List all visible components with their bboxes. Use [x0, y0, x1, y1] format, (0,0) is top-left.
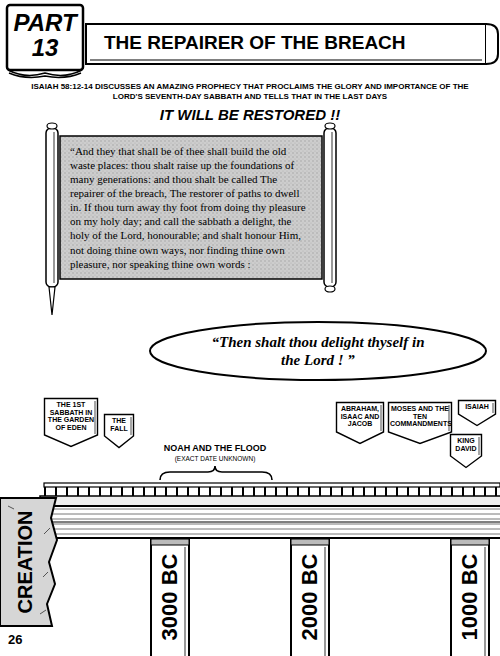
node-text: THE 1ST SABBATH IN THE GARDEN OF EDEN: [46, 401, 96, 432]
sign-shading: [478, 437, 480, 455]
node-text: MOSES AND THE TEN COMMANDMENTS: [390, 405, 450, 428]
intro-emphasis: IT WILL BE RESTORED !!: [30, 106, 470, 124]
era-marker: 1000 BC: [459, 554, 481, 641]
node-text-holder: 1000 BC: [450, 538, 490, 656]
bridge-deck: [40, 506, 500, 538]
bridge-walkway: [40, 496, 500, 506]
pillar-cap: [451, 539, 489, 545]
sign-shading: [94, 401, 96, 434]
scroll-rod: [46, 123, 58, 315]
bridge-pillar: 3000 BC: [150, 538, 190, 656]
bridge-pillar: 1000 BC: [450, 538, 490, 656]
timeline-sign: KING DAVID: [450, 434, 482, 468]
bubble-outline: [150, 322, 486, 380]
bridge-deck-shading: [40, 506, 500, 538]
pillar-body: [151, 539, 189, 656]
pillar-shading: [324, 547, 326, 656]
bridge-pillar: 2000 BC: [290, 538, 330, 656]
bridge-deck-line: [40, 522, 500, 523]
pillar-shading: [484, 547, 486, 656]
arrow-sign-outline: [45, 399, 98, 447]
scroll-stipple: [61, 137, 321, 278]
speech-bubble: “Then shalt thou delight thyself in the …: [149, 321, 487, 381]
node-text: PART 13: [10, 10, 80, 60]
scripture-scroll: “And they that shall be of thee shall bu…: [60, 136, 322, 279]
pillar-cap: [291, 539, 329, 545]
scroll-rod: [324, 123, 336, 292]
node-text-holder: PART 13: [6, 4, 84, 72]
book-cover: [7, 5, 83, 70]
node-text-holder: CREATION: [0, 498, 58, 626]
node-text-holder: 2000 BC: [290, 538, 330, 656]
arrow-sign-outline: [389, 403, 452, 444]
node-text: KING DAVID: [452, 437, 480, 452]
node-text-holder: 3000 BC: [150, 538, 190, 656]
arrow-sign-outline: [105, 415, 134, 448]
node-text: THE FALL: [106, 417, 132, 432]
node-text: “And they that shall be of thee shall bu…: [70, 144, 312, 271]
timeline-sign: THE FALL: [104, 414, 134, 448]
timeline-sign: MOSES AND THE TEN COMMANDMENTS: [388, 402, 452, 444]
era-label: NOAH AND THE FLOOD: [150, 443, 280, 454]
banner-curl: [486, 24, 498, 64]
era-marker: 2000 BC: [299, 554, 321, 641]
pillar-body: [291, 539, 329, 656]
arrow-sign-outline: [459, 401, 496, 426]
intro-text: ISAIAH 58:12-14 DISCUSSES AN AMAZING PRO…: [30, 82, 470, 103]
sign-shading: [380, 405, 382, 431]
era-marker: 3000 BC: [159, 554, 181, 641]
bridge-handrail: [44, 483, 500, 487]
era-marker: CREATION: [15, 511, 35, 614]
node-text-holder: “And they that shall be of thee shall bu…: [60, 136, 322, 279]
noah-bracket: [160, 466, 272, 480]
cliff-cracks: [8, 506, 50, 614]
banner-line: [90, 60, 482, 61]
node-text: ABRAHAM, ISAAC AND JACOB: [338, 405, 382, 428]
node-text: ISAIAH: [460, 403, 494, 411]
pillar-cap: [151, 539, 189, 545]
cliff-rock: [0, 498, 57, 626]
node-text-holder: KING DAVID: [450, 434, 482, 452]
node-text-holder: THE FALL: [104, 414, 134, 432]
timeline-sign: ISAIAH: [458, 400, 496, 426]
timeline-sign: ABRAHAM, ISAAC AND JACOB: [336, 402, 384, 444]
arrow-sign-outline: [451, 435, 482, 468]
pillar-shading: [184, 547, 186, 656]
node-text-holder: ABRAHAM, ISAAC AND JACOB: [336, 402, 384, 428]
bridge-railing-posts: [44, 487, 500, 496]
timeline-sign: THE 1ST SABBATH IN THE GARDEN OF EDEN: [44, 398, 98, 447]
page-number: 26: [8, 632, 38, 648]
node-text-holder: THE 1ST SABBATH IN THE GARDEN OF EDEN: [44, 398, 98, 432]
node-text: “Then shalt thou delight thyself in the …: [202, 333, 434, 369]
arrow-sign-outline: [337, 403, 384, 444]
era-note: (EXACT DATE UNKNOWN): [150, 455, 280, 463]
node-text-holder: ISAIAH: [458, 400, 496, 411]
creation-cliff: CREATION: [0, 498, 58, 626]
node-outline: [149, 321, 487, 381]
part-book-box: PART 13: [6, 4, 84, 78]
title-banner: [86, 24, 486, 64]
page-title: THE REPAIRER OF THE BREACH: [104, 32, 474, 55]
sign-shading: [492, 403, 494, 413]
scroll-paper: [60, 136, 322, 279]
node-text-holder: MOSES AND THE TEN COMMANDMENTS: [388, 402, 452, 428]
pillar-body: [451, 539, 489, 656]
node-text-holder: “Then shalt thou delight thyself in the …: [202, 333, 434, 369]
book-pages: [8, 70, 82, 77]
sign-shading: [130, 417, 132, 435]
